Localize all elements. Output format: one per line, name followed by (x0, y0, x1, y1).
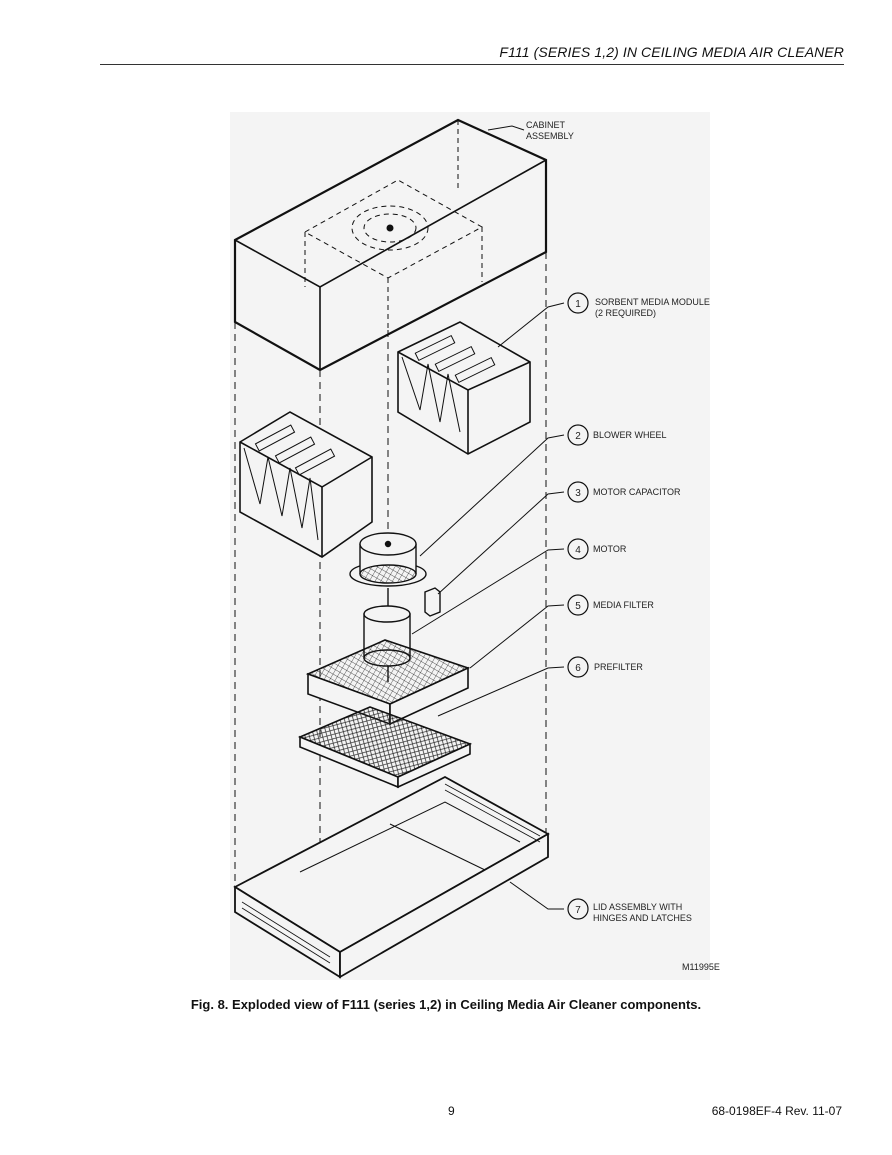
guide-lines (234, 252, 547, 882)
callout-number-1: 1 (575, 299, 581, 310)
page-header-title: F111 (SERIES 1,2) IN CEILING MEDIA AIR C… (499, 44, 844, 60)
page-number: 9 (448, 1104, 455, 1118)
sorbent-module-right (397, 321, 531, 455)
callout-label-7-line-1: LID ASSEMBLY WITH (593, 902, 682, 912)
callout-label-6: PREFILTER (594, 662, 643, 672)
callout-label-7-line-2: HINGES AND LATCHES (593, 913, 692, 923)
callout-circles (567, 292, 589, 920)
motor-capacitor (424, 587, 441, 617)
callout-label-3: MOTOR CAPACITOR (593, 487, 681, 497)
sorbent-module-left (239, 411, 373, 558)
lid-assembly (233, 775, 550, 979)
cabinet-label-line-1: CABINET (526, 120, 566, 130)
blower-wheel (349, 532, 427, 587)
figure-caption: Fig. 8. Exploded view of F111 (series 1,… (190, 997, 702, 1012)
callout-number-4: 4 (575, 545, 581, 556)
document-id: 68-0198EF-4 Rev. 11-07 (711, 1104, 842, 1118)
callout-number-5: 5 (575, 601, 581, 612)
callout-number-6: 6 (575, 663, 581, 674)
callout-label-1-line-1: SORBENT MEDIA MODULE (595, 297, 710, 307)
callout-label-1-line-2: (2 REQUIRED) (595, 308, 656, 318)
callout-label-4: MOTOR (593, 544, 627, 554)
cabinet-label-line-2: ASSEMBLY (526, 131, 574, 141)
header-rule (100, 64, 844, 65)
media-filter (305, 639, 471, 726)
drawing-id: M11995E (682, 962, 720, 972)
leader-lines (411, 125, 565, 910)
prefilter (297, 706, 473, 789)
callout-number-7: 7 (575, 905, 581, 916)
exploded-view-drawing: CABINET ASSEMBLY 1 SORBENT MEDIA MODULE … (230, 112, 720, 980)
callout-number-2: 2 (575, 431, 581, 442)
callout-number-3: 3 (575, 488, 581, 499)
callout-label-5: MEDIA FILTER (593, 600, 654, 610)
exploded-view-figure: CABINET ASSEMBLY 1 SORBENT MEDIA MODULE … (230, 112, 720, 980)
callout-label-2: BLOWER WHEEL (593, 430, 667, 440)
